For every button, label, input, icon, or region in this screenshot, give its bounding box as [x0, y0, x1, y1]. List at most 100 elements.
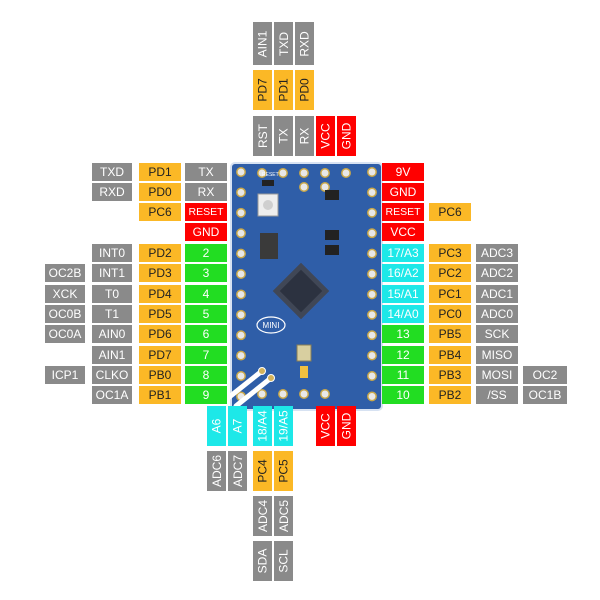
bottom-port-pc4: PC4 — [253, 451, 272, 491]
bottom-pin-gnd: GND — [337, 406, 356, 446]
pin-hole — [367, 269, 377, 279]
board-logo-outline — [256, 316, 286, 334]
pin-hole — [236, 228, 246, 239]
left-func-oc1a: OC1A — [92, 386, 132, 404]
pin-hole — [236, 187, 246, 198]
left-pin-9: 9 — [185, 386, 227, 404]
reset-button-cap — [263, 200, 273, 210]
a6-pad — [258, 367, 266, 375]
top-pin-tx: TX — [274, 116, 293, 156]
right-pin-15-a1: 15/A1 — [382, 285, 424, 303]
right-pin-10: 10 — [382, 386, 424, 404]
bottom-pin-a6: A6 — [207, 406, 226, 446]
right-port-pb4: PB4 — [429, 346, 471, 364]
bottom-func-adc7: ADC7 — [228, 451, 247, 491]
left-port-pd7: PD7 — [139, 346, 181, 364]
top-label-rxd: RXD — [295, 22, 314, 65]
pin-hole — [236, 269, 246, 279]
pin-hole — [299, 182, 309, 192]
right-pin-vcc: VCC — [382, 223, 424, 241]
left-func-oc2b: OC2B — [45, 264, 85, 282]
right-pin-reset: RESET — [382, 203, 424, 221]
right-port-pb5: PB5 — [429, 325, 471, 343]
smd-component — [262, 180, 274, 186]
pin-hole — [367, 228, 377, 239]
pin-hole — [299, 168, 309, 178]
a7-wire — [233, 375, 274, 409]
bottom-pin-vcc: VCC — [316, 406, 335, 446]
left-port-pd3: PD3 — [139, 264, 181, 282]
bottom-func-scl: SCL — [274, 541, 293, 581]
right-func-miso: MISO — [476, 346, 518, 364]
left-func-oc0b: OC0B — [45, 305, 85, 323]
crystal — [296, 344, 312, 362]
left-port-pb0: PB0 — [139, 366, 181, 384]
right-func-oc1b: OC1B — [523, 386, 567, 404]
pin-hole — [367, 248, 377, 259]
pin-hole — [367, 309, 377, 320]
left-port-pb1: PB1 — [139, 386, 181, 404]
right-func-oc2: OC2 — [523, 366, 567, 384]
smd-component — [325, 245, 339, 255]
right-pin-17-a3: 17/A3 — [382, 244, 424, 262]
a7-pad — [267, 374, 275, 382]
right-func-adc3: ADC3 — [476, 244, 518, 262]
top-pin-gnd: GND — [337, 116, 356, 156]
left-port-pd5: PD5 — [139, 305, 181, 323]
smd-component — [325, 190, 339, 200]
pin-hole — [367, 350, 377, 361]
right-func-mosi: MOSI — [476, 366, 518, 384]
bottom-func-adc4: ADC4 — [253, 496, 272, 536]
pin-hole — [257, 168, 267, 178]
top-port-pd7: PD7 — [253, 70, 272, 110]
left-pin-gnd: GND — [185, 223, 227, 241]
board-reset-text: RESET — [262, 172, 279, 178]
left-port-pd2: PD2 — [139, 244, 181, 262]
left-pin-5: 5 — [185, 305, 227, 323]
left-pin-3: 3 — [185, 264, 227, 282]
right-port-pc3: PC3 — [429, 244, 471, 262]
bottom-pin-18-a4: 18/A4 — [253, 406, 272, 446]
right-port-pc6: PC6 — [429, 203, 471, 221]
left-pin-tx: TX — [185, 163, 227, 181]
right-func-adc1: ADC1 — [476, 285, 518, 303]
top-label-ain1: AIN1 — [253, 22, 272, 65]
top-pin-rst: RST — [253, 116, 272, 156]
right-pin-12: 12 — [382, 346, 424, 364]
left-port-pd4: PD4 — [139, 285, 181, 303]
pin-hole — [236, 309, 246, 320]
pin-hole — [236, 330, 246, 341]
left-pin-rx: RX — [185, 183, 227, 201]
bottom-pin-19-a5: 19/A5 — [274, 406, 293, 446]
left-pin-4: 4 — [185, 285, 227, 303]
left-func-int0: INT0 — [92, 244, 132, 262]
pin-hole — [236, 350, 246, 361]
bottom-port-pc5: PC5 — [274, 451, 293, 491]
pin-hole — [236, 371, 246, 381]
pin-hole — [367, 330, 377, 341]
left-port-pd6: PD6 — [139, 325, 181, 343]
left-pin-6: 6 — [185, 325, 227, 343]
pin-hole — [367, 391, 377, 402]
pin-hole — [367, 371, 377, 381]
top-label-txd: TXD — [274, 22, 293, 65]
right-pin-gnd: GND — [382, 183, 424, 201]
pin-hole — [367, 167, 377, 177]
right-pin-11: 11 — [382, 366, 424, 384]
pin-hole — [236, 167, 246, 177]
pin-hole — [278, 168, 288, 178]
top-port-pd0: PD0 — [295, 70, 314, 110]
left-func-int1: INT1 — [92, 264, 132, 282]
right-func-ss: /SS — [476, 386, 518, 404]
pin-hole — [299, 389, 309, 399]
right-port-pb2: PB2 — [429, 386, 471, 404]
left-func-t1: T1 — [92, 305, 132, 323]
right-port-pb3: PB3 — [429, 366, 471, 384]
bottom-func-adc6: ADC6 — [207, 451, 226, 491]
smd-component — [325, 230, 339, 240]
voltage-regulator — [260, 233, 278, 259]
left-port-pc6: PC6 — [139, 203, 181, 221]
pin-hole — [367, 289, 377, 300]
pin-hole — [257, 389, 267, 399]
